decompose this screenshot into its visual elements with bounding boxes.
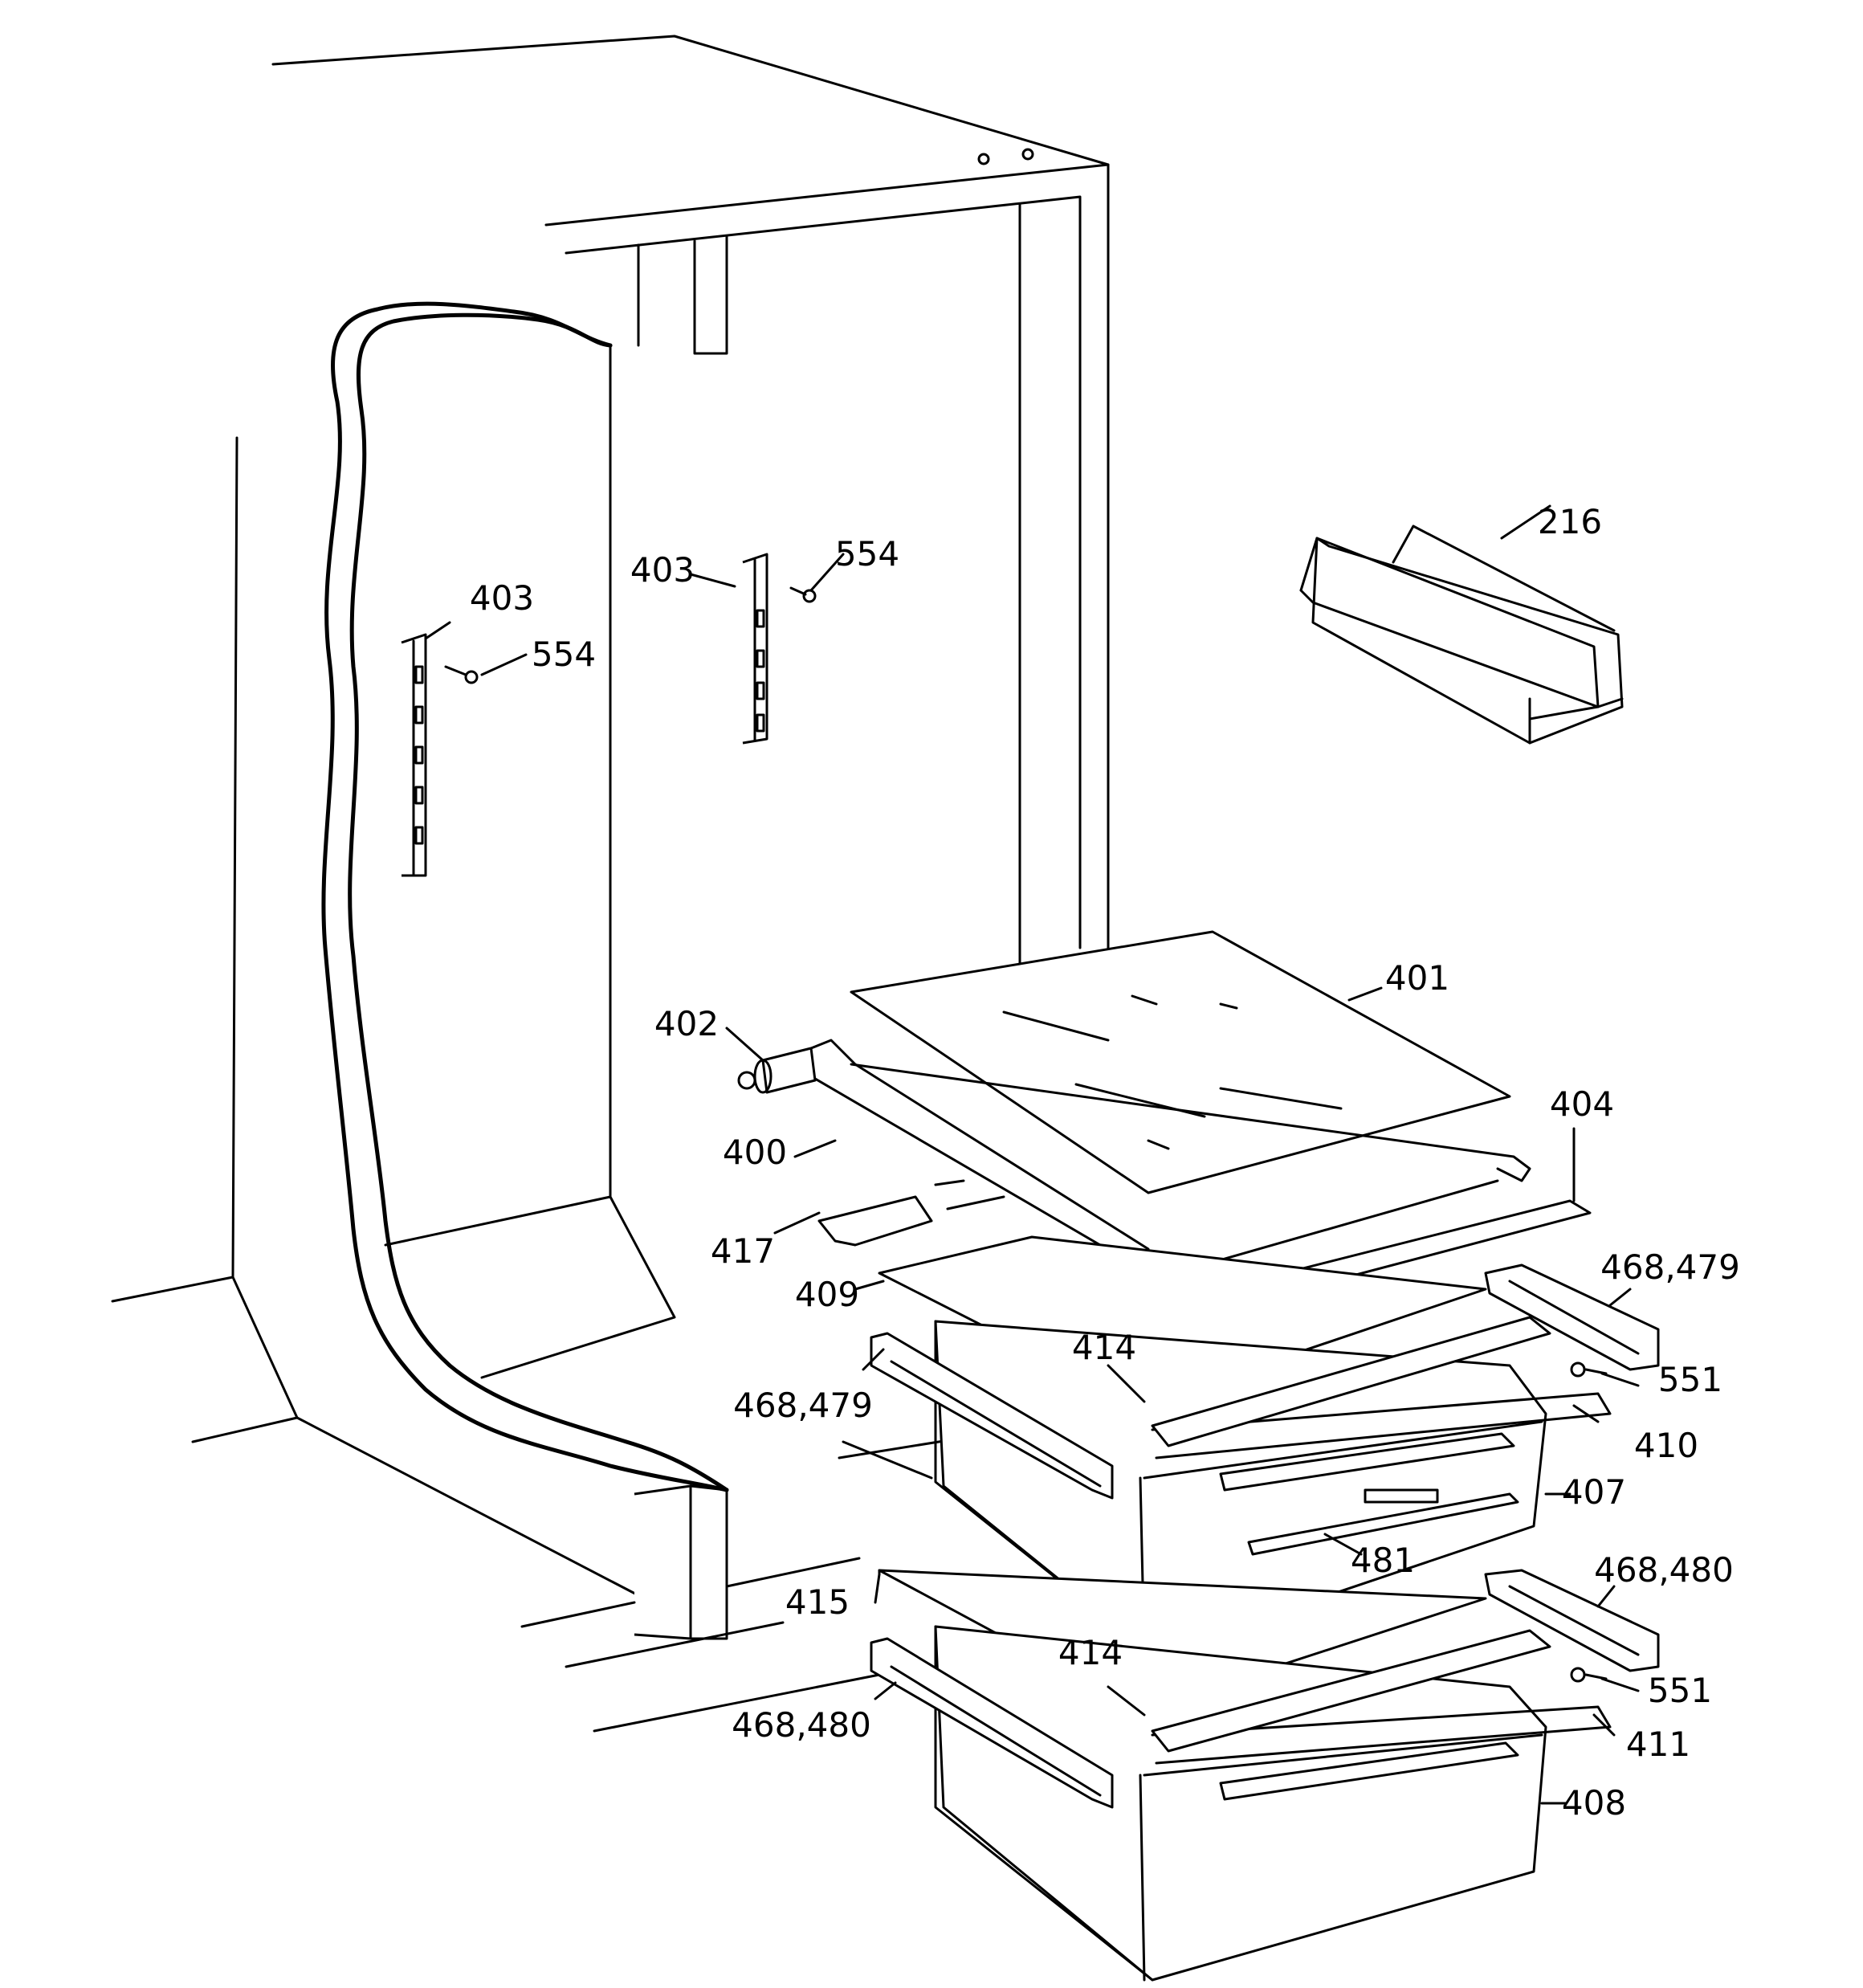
label-407-drawer-upper: 407 [1561, 1472, 1627, 1512]
label-554-left-screw: 554 [531, 635, 597, 674]
label-409-cover-upper: 409 [794, 1275, 860, 1314]
label-414-upper: 414 [1071, 1328, 1137, 1367]
cutaway-edge [321, 301, 729, 1492]
crisper-drawer-upper [934, 1316, 1612, 1656]
label-403-right-bracket: 403 [630, 550, 695, 590]
bracket-417 [817, 1179, 1005, 1247]
cabinet [111, 35, 1110, 1733]
label-401-glass-shelf: 401 [1384, 958, 1450, 998]
label-414-lower: 414 [1058, 1633, 1123, 1672]
label-402-shelf-pin: 402 [654, 1004, 720, 1043]
label-468-479-right-upper: 468,479 [1600, 1247, 1740, 1287]
glass-shelf [850, 930, 1511, 1194]
label-468-480-left-lower: 468,480 [732, 1705, 871, 1745]
door-bin [1299, 525, 1624, 745]
label-551-upper: 551 [1657, 1360, 1723, 1399]
shelf-pin [737, 1047, 817, 1094]
crisper-drawer-lower [934, 1625, 1612, 1982]
label-216-door-bin: 216 [1537, 502, 1603, 541]
label-415-cover-lower: 415 [785, 1582, 850, 1622]
label-408-drawer-lower: 408 [1561, 1783, 1627, 1823]
screw-right [789, 586, 817, 603]
screw-551-upper [1570, 1361, 1608, 1378]
screw-left [444, 665, 479, 684]
slide-rail-upper-right [1484, 1263, 1660, 1371]
leader-lines [424, 504, 1640, 1805]
label-468-479-left-upper: 468,479 [733, 1386, 873, 1425]
slide-rail-upper-left [870, 1332, 1114, 1500]
label-404-front-trim: 404 [1549, 1084, 1615, 1124]
label-411-drawer-front-lower: 411 [1625, 1725, 1691, 1764]
label-468-480-right-lower: 468,480 [1594, 1550, 1734, 1590]
slide-rail-lower-right [1484, 1569, 1660, 1672]
shelf-bracket-right [742, 553, 768, 745]
screw-551-lower [1570, 1667, 1608, 1683]
label-551-lower: 551 [1647, 1671, 1713, 1710]
label-481-handle: 481 [1350, 1541, 1416, 1580]
label-400-shelf-frame: 400 [722, 1133, 788, 1172]
label-554-right-screw: 554 [834, 534, 900, 574]
label-417-bracket: 417 [710, 1231, 776, 1271]
shelf-bracket-left [401, 633, 427, 877]
slide-rail-lower-left [870, 1637, 1114, 1809]
label-410-drawer-front-upper: 410 [1633, 1426, 1699, 1465]
label-403-left-bracket: 403 [469, 578, 535, 618]
